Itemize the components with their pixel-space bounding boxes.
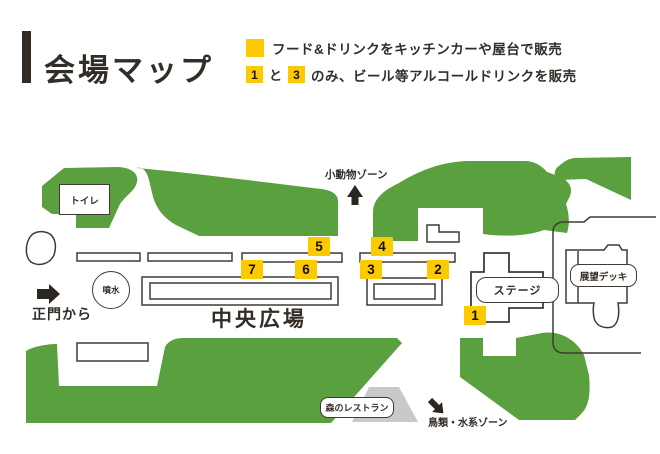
stall-badge-7: 7 — [241, 260, 263, 279]
plaza-structure-left-inner — [149, 282, 332, 300]
green-area-bottom-right-blob — [460, 332, 590, 420]
food-drink-legend-swatch — [246, 38, 264, 57]
legend-row-food: フード&ドリンクをキッチンカーや屋台で販売 — [246, 38, 577, 57]
main-gate-arrow-icon — [37, 284, 60, 304]
from-main-gate-label: 正門から — [32, 306, 92, 322]
path-bar-1 — [76, 252, 141, 262]
fountain-label: 噴水 — [92, 271, 130, 309]
stall-badge-5: 5 — [308, 237, 330, 256]
small-stepped-building — [426, 224, 460, 243]
stall-badge-2: 2 — [427, 260, 449, 279]
toilet-building-label: トイレ — [59, 184, 110, 215]
path-bar-4 — [359, 252, 456, 263]
deck-outer-boundary — [552, 216, 656, 344]
stall-badge-1: 1 — [464, 306, 486, 325]
pond-shape — [25, 230, 57, 266]
legend: フード&ドリンクをキッチンカーや屋台で販売 1 と 3 のみ、ビール等アルコール… — [246, 38, 577, 92]
bird-water-zone-label: 鳥類・水系ゾーン — [428, 418, 508, 429]
green-area-top-right-pennant — [554, 157, 631, 200]
path-bar-3 — [241, 252, 343, 263]
bottom-left-building — [76, 342, 149, 362]
green-area-center-band — [136, 167, 338, 236]
small-animal-zone-label: 小動物ゾーン — [325, 169, 388, 181]
page-title: 会場マップ — [44, 52, 214, 88]
legend-alcohol-text: のみ、ビール等アルコールドリンクを販売 — [311, 68, 577, 84]
stall-badge-4: 4 — [371, 237, 393, 256]
stage-label: ステージ — [476, 277, 559, 303]
legend-badge-3: 3 — [288, 66, 306, 83]
title-accent-bar — [22, 31, 31, 83]
observation-deck-label: 展望デッキ — [570, 264, 637, 287]
path-bar-2 — [147, 252, 233, 262]
forest-restaurant-label: 森のレストラン — [320, 397, 394, 418]
legend-row-alcohol: 1 と 3 のみ、ビール等アルコールドリンクを販売 — [246, 65, 577, 84]
legend-conjunction: と — [269, 68, 283, 83]
plaza-structure-right-inner — [373, 283, 436, 300]
green-area-right-blob — [373, 161, 571, 241]
legend-badge-1: 1 — [246, 66, 263, 83]
central-plaza-label: 中央広場 — [211, 308, 307, 331]
green-area-bottom-band — [26, 338, 402, 423]
stall-badge-6: 6 — [295, 260, 317, 279]
deck-outer-boundary-bottom — [552, 343, 641, 354]
down-right-arrow-icon — [427, 397, 444, 414]
stall-badge-3: 3 — [360, 260, 382, 279]
legend-food-text: フード&ドリンクをキッチンカーや屋台で販売 — [272, 41, 563, 57]
up-arrow-icon — [347, 185, 363, 205]
